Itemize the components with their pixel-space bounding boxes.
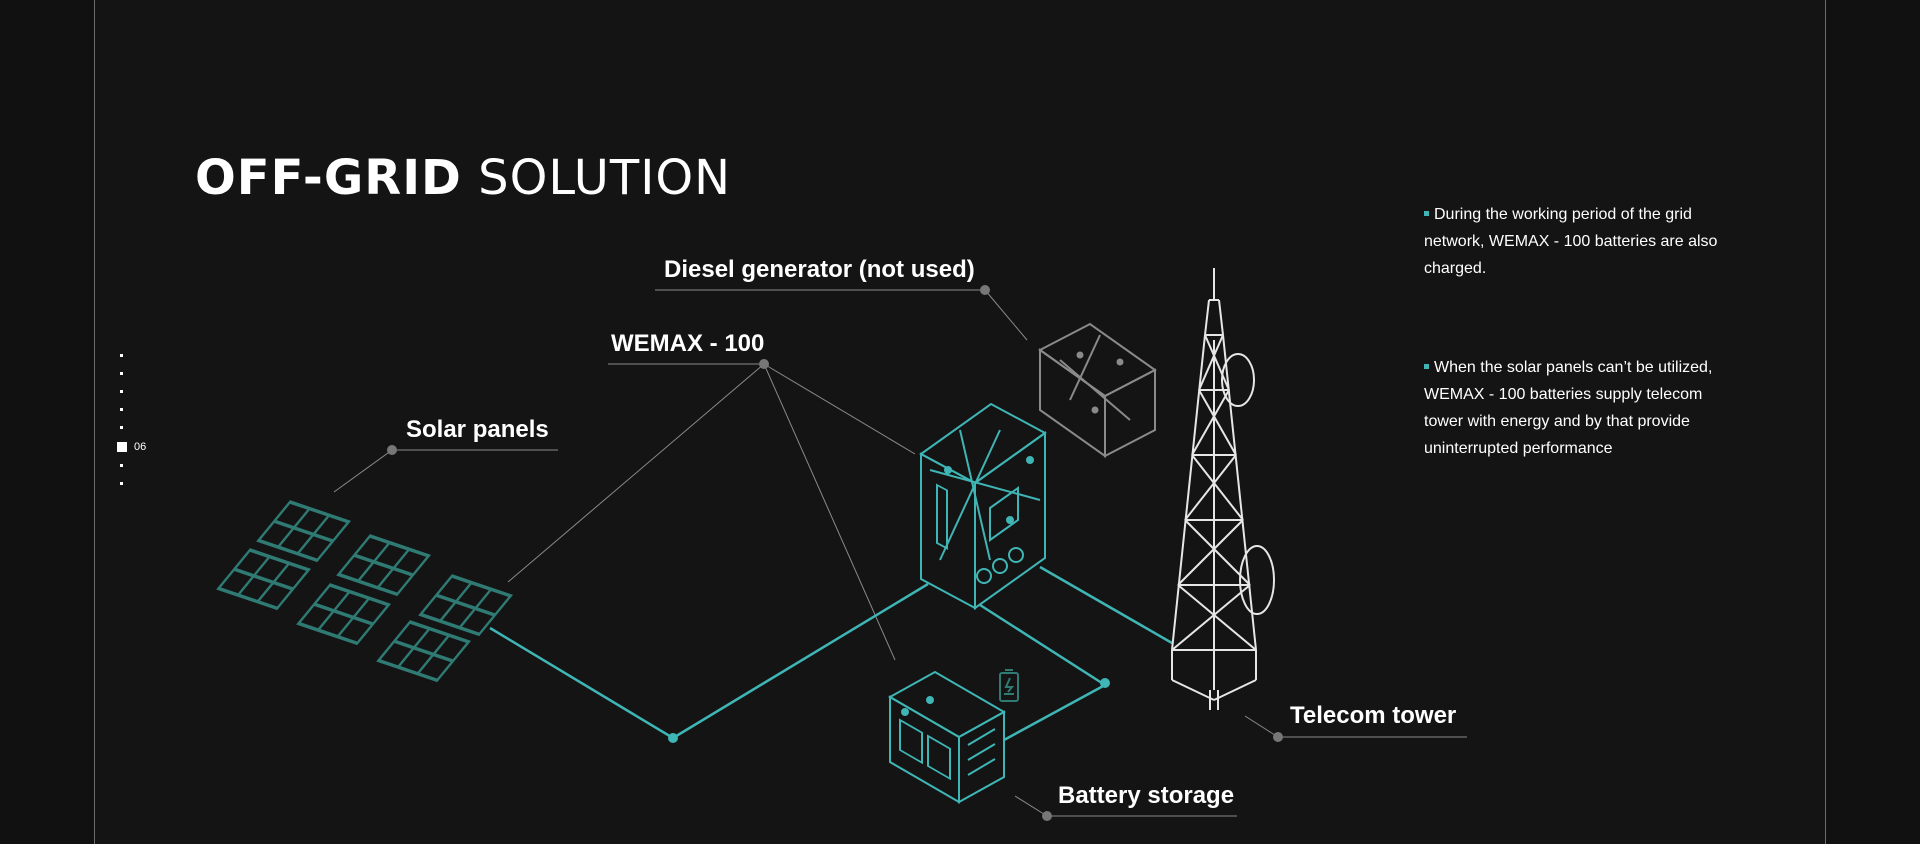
wemax-label: WEMAX - 100 — [611, 330, 765, 357]
note-bullet — [1424, 364, 1429, 369]
note-text: When the solar panels can’t be utilized,… — [1424, 359, 1713, 457]
telecom-tower-icon — [1171, 268, 1275, 710]
note-grid-charging: During the working period of the grid ne… — [1424, 201, 1724, 282]
leader-anchor-dots — [387, 285, 1283, 821]
battery-storage-icon — [887, 670, 1007, 804]
wemax-unit-icon — [919, 402, 1047, 610]
wemax-to-tower-link — [1039, 565, 1173, 645]
diesel-generator-icon — [1038, 322, 1157, 458]
page-dot[interactable] — [120, 354, 123, 357]
battery-charging-icon — [999, 669, 1019, 702]
telecom-leader — [1244, 715, 1279, 738]
note-battery-supply: When the solar panels can’t be utilized,… — [1424, 354, 1724, 462]
battery-storage-label: Battery storage — [1058, 782, 1235, 809]
telecom-anchor-dot — [1273, 732, 1283, 742]
battery-anchor-dot — [1042, 811, 1052, 821]
right-margin — [1826, 0, 1920, 844]
solar-panels-label: Solar panels — [406, 416, 549, 443]
slide-pagination: 06 — [117, 354, 157, 500]
telecom-tower-label: Telecom tower — [1290, 702, 1457, 729]
wemax-anchor-dot — [759, 359, 769, 369]
wemax-leader-unit — [763, 363, 916, 455]
wemax-leader-solar — [507, 363, 765, 583]
solar-panels-icon — [216, 500, 514, 683]
power-connections — [489, 565, 1173, 742]
wemax-leader-battery — [763, 363, 896, 661]
current-page-number: 06 — [134, 441, 147, 453]
right-frame-line — [1825, 0, 1826, 844]
diesel-generator-label: Diesel generator (not used) — [664, 256, 975, 283]
diesel-leader — [984, 289, 1028, 341]
diesel-anchor-dot — [980, 285, 990, 295]
page-dot[interactable] — [120, 390, 123, 393]
page-dot[interactable] — [120, 482, 123, 485]
title-light: SOLUTION — [478, 150, 732, 206]
active-page-square — [117, 442, 127, 452]
page-dot[interactable] — [120, 426, 123, 429]
page-dot[interactable] — [120, 464, 123, 467]
left-margin — [0, 0, 94, 844]
active-page-indicator[interactable]: 06 — [117, 441, 157, 453]
solar-leader — [333, 449, 393, 493]
solar-to-wemax-link — [489, 582, 929, 740]
junction-node — [668, 733, 678, 743]
wemax-to-battery-link — [979, 603, 1108, 742]
page-title: OFF-GRID SOLUTION — [195, 150, 731, 206]
note-bullet — [1424, 211, 1429, 216]
title-bold: OFF-GRID — [195, 150, 462, 206]
battery-leader — [1014, 795, 1048, 817]
left-frame-line — [94, 0, 95, 844]
page-dot[interactable] — [120, 372, 123, 375]
note-text: During the working period of the grid ne… — [1424, 206, 1718, 277]
solar-anchor-dot — [387, 445, 397, 455]
leader-lines — [333, 289, 1467, 817]
battery-junction-node — [1100, 678, 1110, 688]
page-dot[interactable] — [120, 408, 123, 411]
